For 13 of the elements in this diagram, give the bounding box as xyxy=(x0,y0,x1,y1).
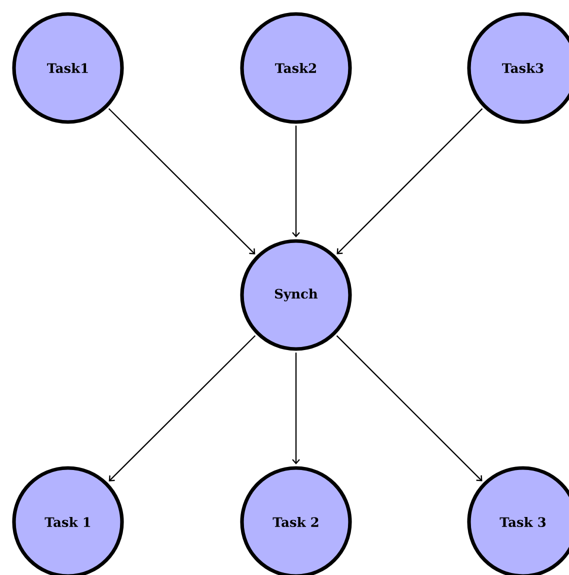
circle-node: Task 1 xyxy=(12,466,124,575)
arrow xyxy=(108,108,256,254)
arrow xyxy=(336,108,483,254)
arrow xyxy=(292,352,300,464)
circle-node: Task3 xyxy=(467,12,569,124)
circle-node: Task 2 xyxy=(240,466,352,575)
circle-node: Task1 xyxy=(12,12,124,124)
circle-node: Task 3 xyxy=(467,466,569,575)
circle-node: Synch xyxy=(240,239,352,351)
arrow xyxy=(336,335,482,482)
arrow xyxy=(292,126,300,238)
circle-node: Task2 xyxy=(240,12,352,124)
arrow xyxy=(108,335,256,482)
